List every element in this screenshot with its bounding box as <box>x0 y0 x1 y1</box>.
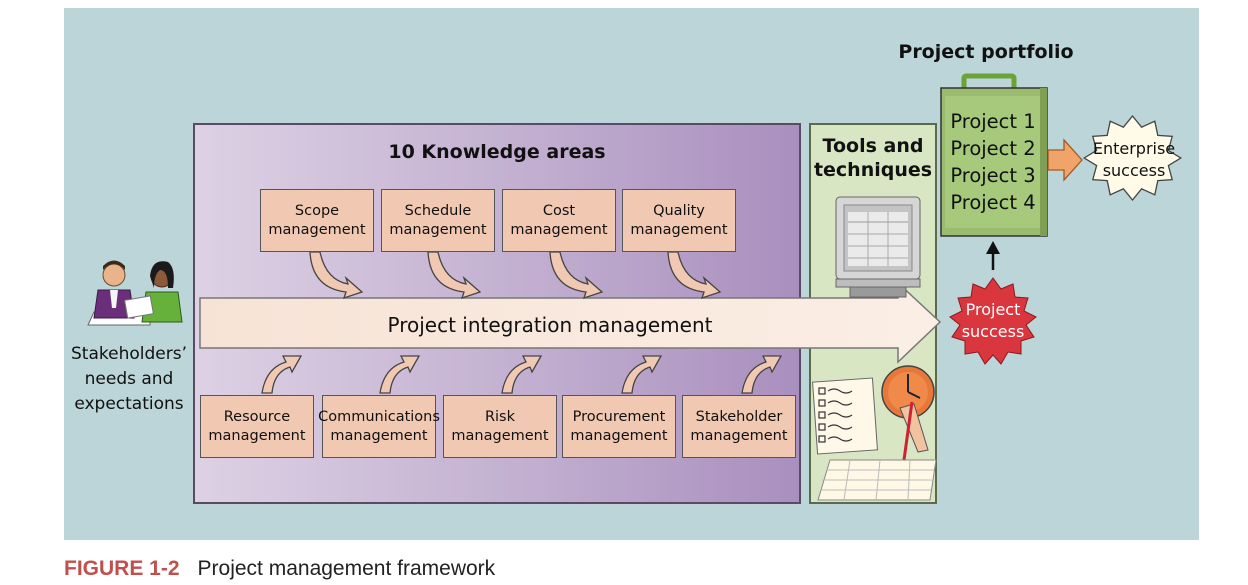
integration-label: Project integration management <box>387 313 713 337</box>
tools-title: Tools and techniques <box>809 134 937 182</box>
schedule-arrow <box>427 251 482 300</box>
to-enterprise-arrow <box>1047 138 1083 182</box>
portfolio-projects: Project 1 Project 2 Project 3 Project 4 <box>950 110 1036 214</box>
scope-management-box: Scope management <box>260 189 374 252</box>
project-success-label: Project success <box>961 300 1025 341</box>
tools-title-text: Tools and techniques <box>813 135 933 181</box>
top-curved-arrows <box>309 251 722 300</box>
resource-management-box: Resource management <box>200 395 314 458</box>
resource-arrow <box>261 355 303 394</box>
cost-management-box: Cost management <box>502 189 616 252</box>
risk-management-box: Risk management <box>443 395 557 458</box>
quality-arrow <box>667 251 722 300</box>
up-arrow <box>986 241 1000 270</box>
knowledge-areas-title: 10 Knowledge areas <box>388 141 606 163</box>
risk-arrow <box>501 355 543 394</box>
stakeholder-arrow <box>741 355 783 394</box>
project-success-burst <box>949 277 1037 365</box>
communications-management-box: Communications management <box>318 395 440 458</box>
figure-caption: FIGURE 1-2 Project management framework <box>64 557 495 581</box>
quality-management-box: Quality management <box>622 189 736 252</box>
schedule-management-box: Schedule management <box>381 189 495 252</box>
stakeholder-management-box: Stakeholder management <box>682 395 796 458</box>
caption-number: FIGURE 1-2 <box>64 557 180 580</box>
caption-text: Project management framework <box>197 557 496 580</box>
communications-arrow <box>379 355 421 394</box>
stakeholders-illustration <box>87 260 183 326</box>
portfolio-title: Project portfolio <box>898 41 1074 63</box>
checklist-clock-illustration <box>812 365 937 501</box>
enterprise-success-label: Enterprise success <box>1092 139 1176 180</box>
computer-illustration <box>835 196 921 298</box>
procurement-management-box: Procurement management <box>562 395 676 458</box>
suitcase <box>940 73 1048 237</box>
cost-arrow <box>549 251 604 300</box>
procurement-arrow <box>621 355 663 394</box>
scope-arrow <box>309 251 364 300</box>
enterprise-burst <box>1082 114 1183 202</box>
bottom-curved-arrows <box>261 355 783 394</box>
stakeholders-label: Stakeholders’ needs and expectations <box>71 344 187 414</box>
